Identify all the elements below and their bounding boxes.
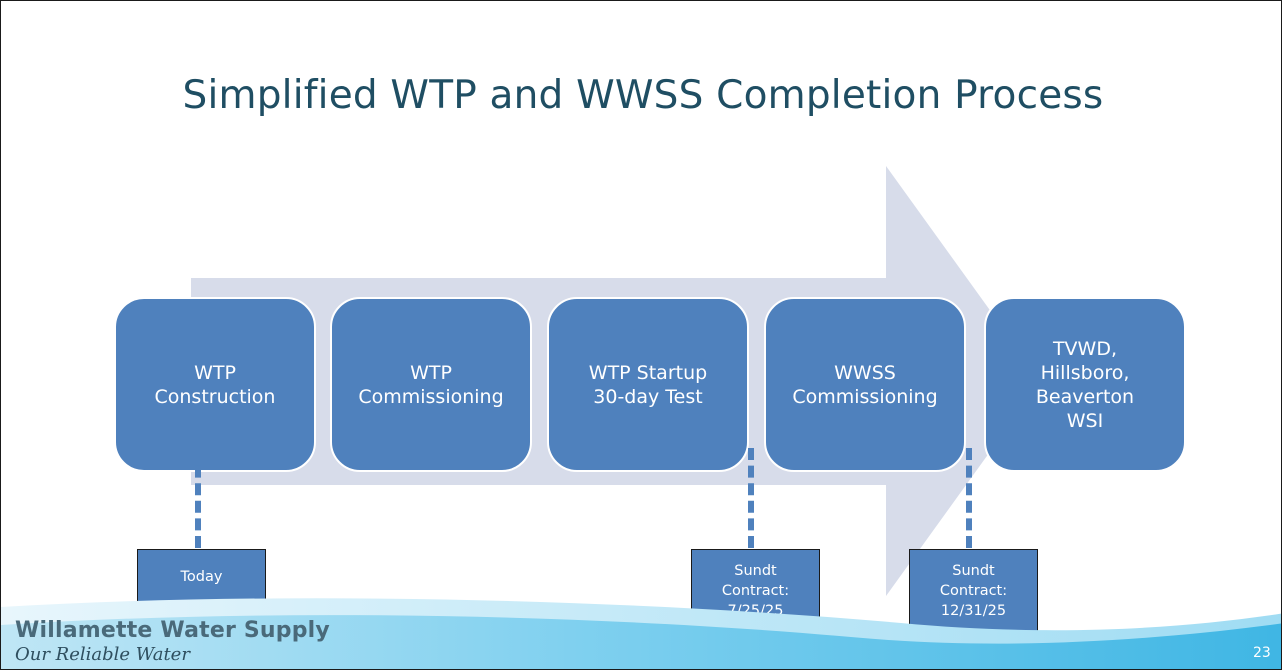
sundt-1-marker-line (748, 448, 754, 548)
today-marker-line (195, 448, 201, 548)
step-wtp-construction: WTP Construction (114, 297, 316, 472)
step-label: WWSS Commissioning (792, 361, 938, 408)
step-label: WTP Commissioning (358, 361, 504, 408)
step-wtp-commissioning: WTP Commissioning (330, 297, 532, 472)
step-wwss-commissioning: WWSS Commissioning (764, 297, 966, 472)
footer-wave-main (1, 615, 1281, 669)
step-label: WTP Construction (154, 361, 276, 408)
step-label: WTP Startup 30-day Test (588, 361, 708, 408)
slide-title: Simplified WTP and WWSS Completion Proce… (182, 73, 1104, 118)
sundt-2-marker-line (966, 448, 972, 548)
callout-text: Sundt Contract: 12/31/25 (939, 562, 1008, 619)
step-wtp-startup-test: WTP Startup 30-day Test (547, 297, 749, 472)
callout-text: Today (180, 569, 223, 585)
footer-tagline: Our Reliable Water (15, 644, 190, 665)
step-label: TVWD, Hillsboro, Beaverton WSI (1035, 337, 1135, 432)
sundt-contract-callout-2: Sundt Contract: 12/31/25 (909, 549, 1038, 632)
step-wsi: TVWD, Hillsboro, Beaverton WSI (984, 297, 1186, 472)
today-callout: Today (137, 549, 266, 605)
footer-org-name: Willamette Water Supply (15, 618, 330, 643)
page-number: 23 (1253, 645, 1271, 661)
